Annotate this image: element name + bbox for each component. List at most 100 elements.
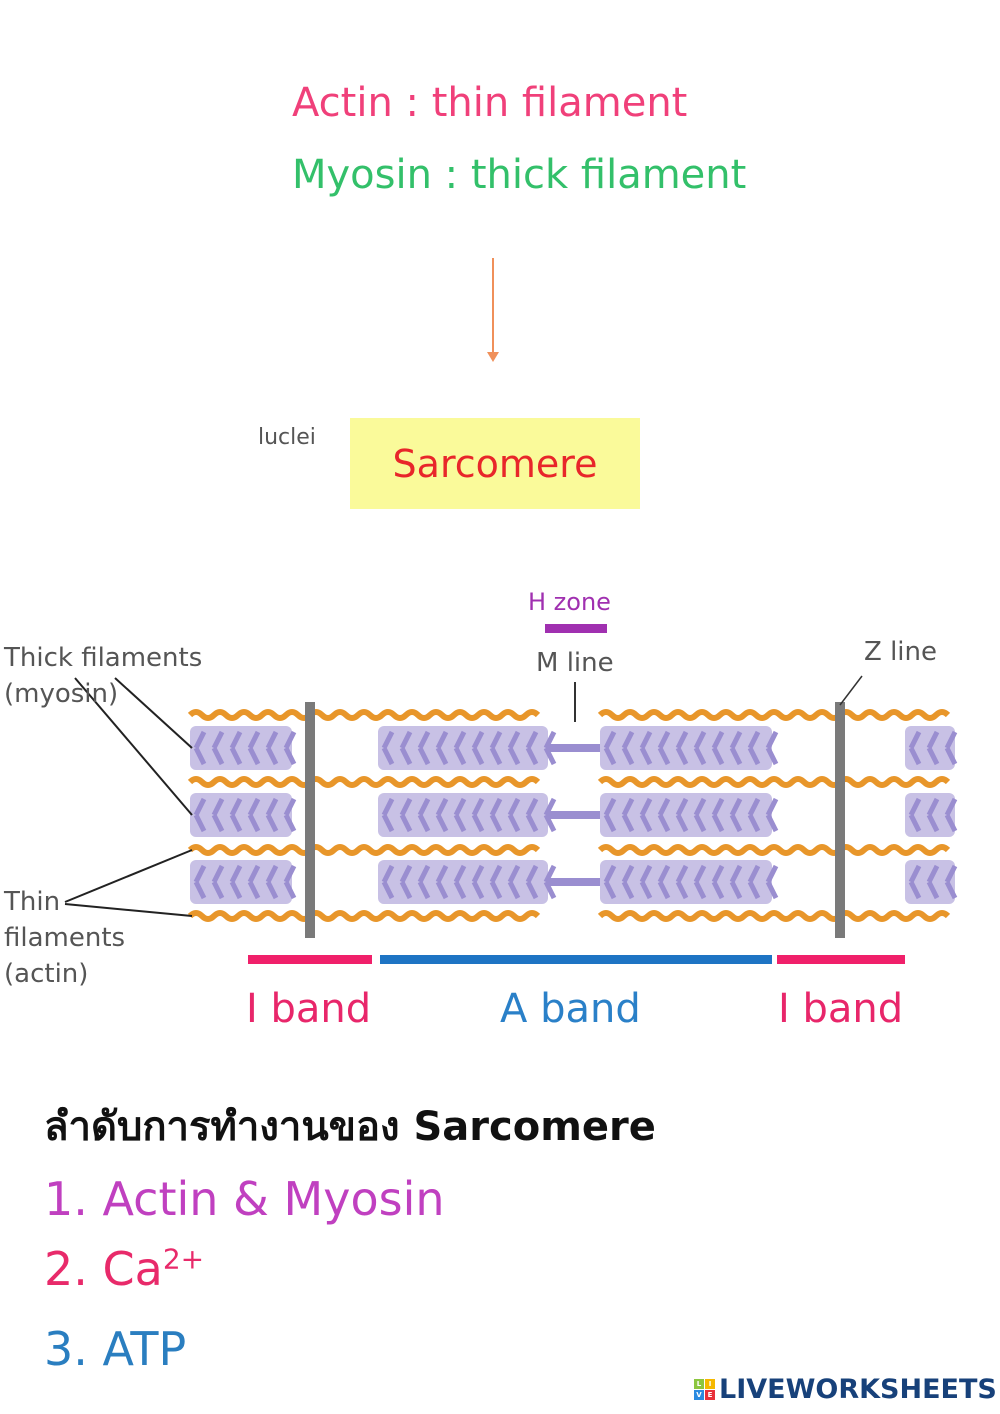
- thin-filament: [187, 844, 541, 856]
- myosin-bare-zone: [548, 878, 600, 886]
- myosin-head: [729, 730, 743, 766]
- myosin-head: [908, 864, 922, 900]
- myosin-head: [729, 864, 743, 900]
- myosin-head: [543, 797, 557, 833]
- sarcomere-title-box: Sarcomere: [350, 418, 640, 509]
- arrowhead-icon: [487, 352, 499, 362]
- myosin-head: [265, 797, 279, 833]
- myosin-head: [435, 797, 449, 833]
- thin-label-pointer: [64, 903, 193, 917]
- myosin-head: [399, 730, 413, 766]
- myosin-head: [657, 730, 671, 766]
- i-band-bar-left: [248, 955, 372, 964]
- logo-text: LIVEWORKSHEETS: [719, 1374, 997, 1405]
- myosin-head: [603, 864, 617, 900]
- myosin-head: [229, 864, 243, 900]
- myosin-head: [711, 730, 725, 766]
- myosin-head: [621, 864, 635, 900]
- a-band-bar: [380, 955, 772, 964]
- myosin-definition: Myosin : thick filament: [292, 152, 747, 198]
- myosin-head: [765, 730, 779, 766]
- thick-filament-heads: [378, 726, 548, 770]
- down-arrow-icon: [492, 258, 494, 354]
- myosin-head: [247, 797, 261, 833]
- myosin-head: [944, 864, 958, 900]
- myosin-head: [435, 864, 449, 900]
- myosin-head: [639, 730, 653, 766]
- myosin-head: [193, 864, 207, 900]
- myosin-head: [765, 797, 779, 833]
- myosin-head: [247, 730, 261, 766]
- z-line: [305, 702, 315, 938]
- myosin-head: [926, 864, 940, 900]
- myosin-head: [283, 864, 297, 900]
- myosin-head: [471, 730, 485, 766]
- myosin-head: [471, 797, 485, 833]
- myosin-head: [543, 730, 557, 766]
- myosin-head: [283, 730, 297, 766]
- sequence-heading: ลำดับการทำงานของ Sarcomere: [44, 1104, 656, 1150]
- myosin-head: [908, 730, 922, 766]
- myosin-head: [283, 797, 297, 833]
- myosin-head: [621, 730, 635, 766]
- logo-tile: L: [694, 1379, 704, 1389]
- step-1: 1. Actin & Myosin: [44, 1172, 445, 1226]
- h-zone-bar: [545, 624, 607, 633]
- myosin-head: [693, 797, 707, 833]
- i-band-bar-right: [777, 955, 905, 964]
- myosin-head: [399, 797, 413, 833]
- step-2: 2. Ca2+: [44, 1242, 204, 1296]
- myosin-head: [229, 730, 243, 766]
- myosin-head: [657, 864, 671, 900]
- myosin-head: [765, 864, 779, 900]
- myosin-head: [417, 730, 431, 766]
- thick-filament-heads: [600, 860, 772, 904]
- myosin-head: [229, 797, 243, 833]
- myosin-head: [908, 797, 922, 833]
- myosin-head: [381, 864, 395, 900]
- myosin-head: [711, 864, 725, 900]
- step-3: 3. ATP: [44, 1322, 187, 1376]
- logo-tile: V: [694, 1390, 704, 1400]
- myosin-head: [399, 864, 413, 900]
- myosin-head: [525, 730, 539, 766]
- liveworksheets-logo: L I V E LIVEWORKSHEETS: [694, 1374, 997, 1405]
- z-line-pointer: [839, 675, 863, 706]
- myosin-head: [265, 730, 279, 766]
- myosin-head: [453, 797, 467, 833]
- i-band-label-left: I band: [246, 986, 372, 1032]
- thick-filaments-label: Thick filaments (myosin): [4, 640, 202, 712]
- actin-definition: Actin : thin filament: [292, 80, 688, 126]
- myosin-head: [603, 797, 617, 833]
- m-line-label: M line: [536, 648, 614, 678]
- i-band-label-right: I band: [778, 986, 904, 1032]
- thick-filament-heads: [190, 726, 292, 770]
- myosin-head: [247, 864, 261, 900]
- thick-label-line: (myosin): [4, 679, 119, 709]
- thick-filament-heads: [190, 793, 292, 837]
- thick-label-pointer: [74, 677, 193, 816]
- thin-filament: [187, 910, 541, 922]
- myosin-head: [489, 730, 503, 766]
- myosin-head: [729, 797, 743, 833]
- thick-filament-heads: [600, 793, 772, 837]
- myosin-head: [926, 797, 940, 833]
- myosin-head: [711, 797, 725, 833]
- myosin-head: [507, 797, 521, 833]
- myosin-head: [193, 730, 207, 766]
- thick-filament-heads: [378, 860, 548, 904]
- thick-label-line: Thick filaments: [4, 643, 203, 673]
- myosin-head: [211, 797, 225, 833]
- myosin-head: [381, 730, 395, 766]
- thin-filament: [187, 709, 541, 721]
- myosin-head: [453, 730, 467, 766]
- thin-filament: [597, 910, 951, 922]
- myosin-head: [435, 730, 449, 766]
- myosin-head: [417, 864, 431, 900]
- myosin-head: [507, 864, 521, 900]
- myosin-head: [657, 797, 671, 833]
- a-band-label: A band: [500, 986, 641, 1032]
- nuclei-fragment-label: luclei: [258, 425, 316, 450]
